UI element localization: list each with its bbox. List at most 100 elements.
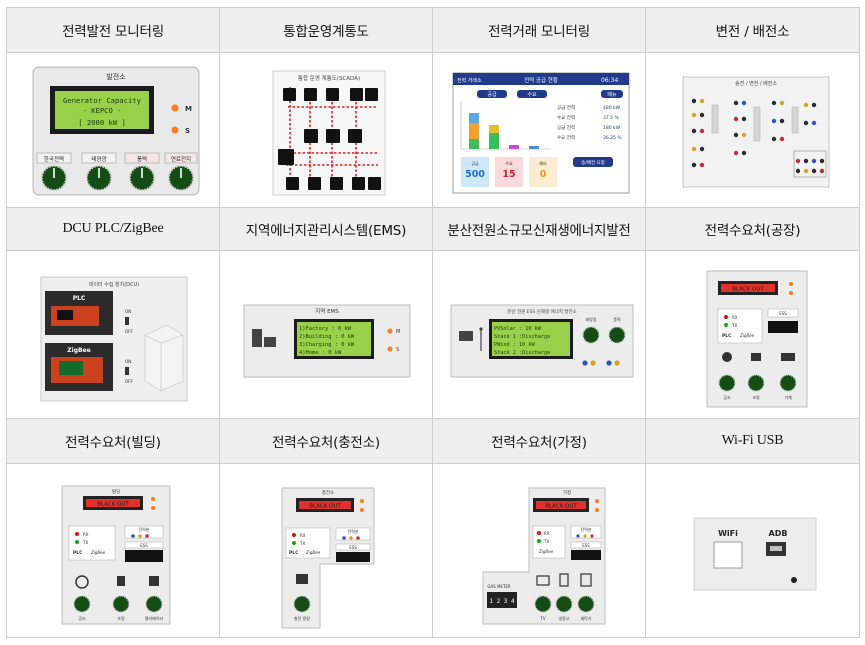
header-charging: 전력수요처(충전소) <box>220 419 433 464</box>
renewable-lcd-line2: Stack 1 :Discharge <box>494 334 550 340</box>
trading-topbar-left: 전력 거래소 <box>457 77 482 84</box>
ems-lcd-line3: 3)Charging : 0 kW <box>299 342 355 348</box>
wifi-label: WiFi <box>718 529 738 538</box>
image-building-panel: 빌딩 BLACK OUT RX TX PLC ZigBee 전력분 ESS 공조 <box>7 464 220 638</box>
product-grid: 전력발전 모니터링 통합운영계통도 전력거래 모니터링 변전 / 배전소 발전소… <box>6 7 860 638</box>
knob-label: TV <box>539 616 545 621</box>
header-building: 전력수요처(빌딩) <box>7 419 220 464</box>
switch-off-label: OFF <box>125 379 133 384</box>
rx-label: RX <box>83 532 89 537</box>
tx-label: TX <box>82 540 88 545</box>
knob-fuelcell[interactable]: 연료전지 <box>164 152 198 191</box>
knob-label: 태양광 <box>585 316 596 322</box>
knob-solar[interactable]: 태양광 <box>81 152 117 191</box>
tab-supply[interactable] <box>477 90 507 98</box>
tx-label: TX <box>299 541 305 546</box>
knob-charge-capacity[interactable]: 충전 용량 <box>293 574 311 621</box>
menu-button[interactable] <box>601 90 623 98</box>
tx-label: TX <box>731 323 737 328</box>
renewable-lcd-line1: PVSolar : 10 kW <box>494 326 542 332</box>
trading-clock: 06:34 <box>601 77 618 84</box>
tab-demand[interactable] <box>517 90 547 98</box>
stat-value: 480 kW <box>603 105 621 111</box>
dcu-title: 데이터 수집 장치(DCU) <box>89 281 139 288</box>
building-icon <box>252 329 276 347</box>
header-substation: 변전 / 배전소 <box>646 8 860 53</box>
tile-supply-label: 공급 <box>471 161 479 166</box>
image-home-panel: 가정 BLACK OUT RX TX ZigBee 전력분 ESS GAS ME… <box>433 464 646 638</box>
dcu-zigbee-label: ZigBee <box>67 347 90 354</box>
led-m-label: M <box>185 105 192 113</box>
wifi-dongle[interactable] <box>713 541 743 569</box>
knob-label: 조명 <box>752 394 760 400</box>
knob-label: 한국전력 <box>44 155 64 163</box>
knob-lighting[interactable]: 조명 <box>112 576 130 621</box>
generator-lcd-line2: - KEPCO - <box>83 106 122 115</box>
image-renewable-panel: 분산 전원 ESS 신재생 에너지 발전소 PVSolar : 10 kW St… <box>433 251 646 419</box>
led-s <box>171 126 179 134</box>
knob-label: 충전 용량 <box>294 615 310 621</box>
knob-lighting[interactable]: 조명 <box>747 353 765 400</box>
image-charging-panel: 충전소 BLACK OUT RX TX PLC ZigBee 전력분 ESS 충… <box>220 464 433 638</box>
tab-supply-label: 공급 <box>487 92 497 98</box>
home-title: 가정 <box>563 489 571 496</box>
led-s <box>387 346 393 352</box>
tile-demand-label: 수요 <box>505 160 513 166</box>
home-lcd: BLACK OUT <box>545 504 577 510</box>
header-wifi-usb: Wi-Fi USB <box>646 419 860 464</box>
ess-label: ESS <box>779 311 787 316</box>
ems-lcd-line1: 1)Factory : 0 kW <box>299 326 352 332</box>
plc-label: PLC <box>289 550 299 556</box>
led-s-label: S <box>185 127 190 135</box>
knob-washer[interactable]: 세탁기 <box>577 573 595 621</box>
header-scada: 통합운영계통도 <box>220 8 433 53</box>
knob-label: 풍력 <box>613 316 621 322</box>
knob-tv[interactable]: TV <box>534 575 552 621</box>
knob-solar[interactable]: 태양광 <box>582 316 600 344</box>
knob-fridge[interactable]: 냉장고 <box>555 573 573 621</box>
knob-label: 엘리베이터 <box>145 615 164 621</box>
knob-wind[interactable]: 풍력 <box>608 316 626 344</box>
gas-meter-reading: 1 2 3 4 <box>489 598 515 605</box>
renewable-lcd-line3: PWind : 10 kW <box>494 342 535 348</box>
ems-lcd-line4: 4)Home : 0 kW <box>299 350 342 356</box>
dispatch-button[interactable] <box>573 157 613 167</box>
generator-lcd-line3: [ 2000 kW ] <box>78 118 126 127</box>
switch-on-label: ON <box>125 309 131 314</box>
zigbee-toggle-switch[interactable] <box>125 367 129 375</box>
knob-hvac[interactable]: 공조 <box>718 352 736 400</box>
knob-wind[interactable]: 풍력 <box>124 152 160 191</box>
stat-label: 공급 전력 <box>557 104 575 111</box>
knob-label: 연료전지 <box>171 155 191 163</box>
rx-label: RX <box>300 533 306 538</box>
header-factory: 전력수요처(공장) <box>646 208 860 251</box>
tile-demand-value: 15 <box>502 169 515 180</box>
knob-label: 공조 <box>78 616 86 621</box>
plc-toggle-switch[interactable] <box>125 317 129 325</box>
stat-value: 36.25 % <box>603 135 622 141</box>
tab-demand-label: 수요 <box>527 92 537 98</box>
knob-label: 공조 <box>723 395 731 400</box>
substation-title: 송전 / 변전 / 배전소 <box>735 80 777 87</box>
header-label: 분산전원소규모신재생에너지발전 <box>447 223 631 239</box>
ess-label: ESS <box>349 545 357 550</box>
dcu-plc-label: PLC <box>73 295 86 302</box>
led-s-label: S <box>396 347 399 353</box>
gas-meter-label: GAS METER <box>487 584 511 589</box>
header-home: 전력수요처(가정) <box>433 419 646 464</box>
header-renewable: 분산전원소규모신재생에너지발전 <box>433 208 646 251</box>
factory-lcd: BLACK OUT <box>732 287 764 293</box>
ems-lcd-line2: 2)Building : 0 kW <box>299 334 355 340</box>
switch-off-label: OFF <box>125 329 133 334</box>
knob-elevator[interactable]: 엘리베이터 <box>145 576 164 621</box>
knob-hvac[interactable]: 공조 <box>73 575 91 621</box>
charging-lcd: BLACK OUT <box>309 504 341 510</box>
header-label: 전력수요처(가정) <box>491 435 587 451</box>
led-m <box>387 328 393 334</box>
stat-label: 수요 전력 <box>557 114 575 121</box>
knob-kepco[interactable]: 한국전력 <box>36 152 72 191</box>
led-m-label: M <box>396 329 400 335</box>
knob-label: 냉장고 <box>558 615 569 621</box>
image-wifi-usb-panel: WiFi ADB <box>646 464 860 638</box>
knob-machinery[interactable]: 기계 <box>779 353 797 400</box>
